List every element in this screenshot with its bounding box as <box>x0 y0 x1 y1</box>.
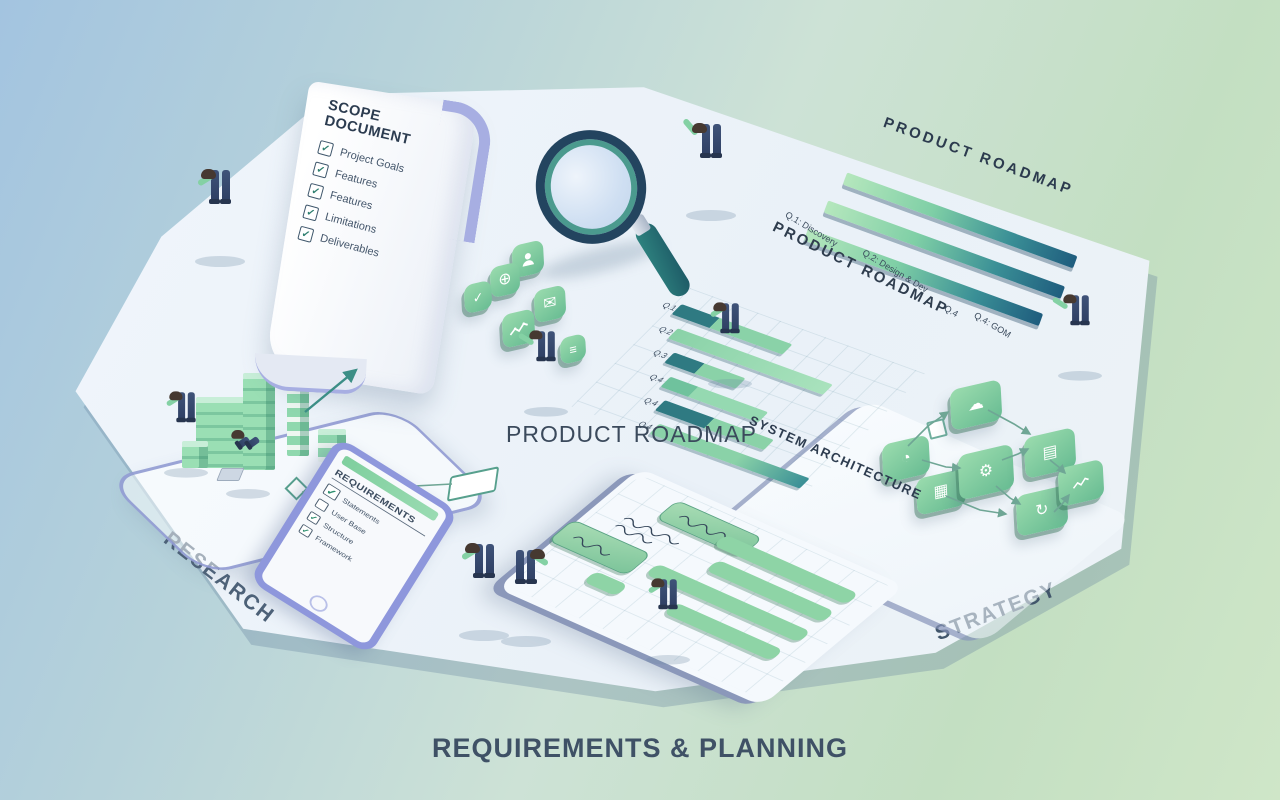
system-architecture-panel <box>496 468 905 707</box>
line-chart-icon <box>501 308 536 349</box>
checkbox-checked-icon: ✓ <box>302 204 320 222</box>
handwritten-note <box>615 517 679 545</box>
magnifier-icon <box>521 115 706 310</box>
checkbox-checked-icon: ✓ <box>307 182 325 200</box>
scope-checklist: ✓ Project Goals ✓ Features ✓ Features ✓ … <box>297 139 452 272</box>
person-center <box>517 331 568 417</box>
person-top-left <box>195 170 245 267</box>
checkbox-checked-icon: ✓ <box>298 523 314 539</box>
person-mid-chart <box>708 303 752 389</box>
checkbox-checked-icon: ✓ <box>312 161 330 179</box>
checkbox-checked-icon: ✓ <box>322 482 342 502</box>
chart-icon <box>1057 458 1105 508</box>
user-icon <box>511 239 545 279</box>
checkbox-checked-icon: ✓ <box>297 225 315 243</box>
person-bottom-single <box>646 579 690 665</box>
person-right-gantt <box>1051 295 1102 381</box>
bar-tower <box>243 373 275 470</box>
person-pair-left <box>459 544 509 641</box>
person-pair-right <box>501 550 551 647</box>
person-top-center <box>682 117 736 221</box>
growth-arrow <box>304 368 358 413</box>
center-label: PRODUCT ROADMAP <box>506 421 757 447</box>
laptop <box>216 467 245 482</box>
checkbox-checked-icon: ✓ <box>306 510 322 526</box>
architecture-node <box>655 499 764 557</box>
flowchart-arrows <box>907 409 1070 518</box>
checkbox-empty-icon <box>314 497 330 513</box>
bar-block <box>182 441 208 468</box>
page-title: REQUIREMENTS & PLANNING <box>431 733 849 763</box>
architecture-gantt-bar <box>582 570 629 597</box>
person-left-standing <box>164 392 208 478</box>
checkbox-checked-icon: ✓ <box>317 139 335 158</box>
person-left-sitting <box>216 433 270 499</box>
architecture-node <box>547 519 652 576</box>
